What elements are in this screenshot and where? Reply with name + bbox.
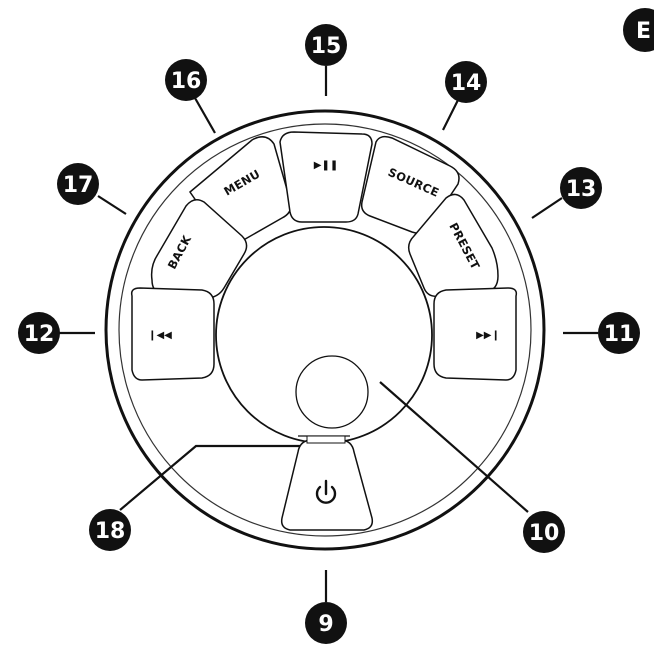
next-track-icon: ▶▶❙ xyxy=(476,330,500,341)
next-track-button[interactable]: ▶▶❙ xyxy=(433,287,518,381)
svg-text:18: 18 xyxy=(95,519,126,544)
play-pause-icon: ▶❚❚ xyxy=(314,160,338,171)
svg-text:16: 16 xyxy=(171,69,202,94)
panel-letter: E xyxy=(636,19,651,44)
leader-line-13 xyxy=(531,197,563,219)
callout-17: 17 xyxy=(57,163,99,205)
svg-text:13: 13 xyxy=(566,177,597,202)
previous-track-icon: ❙◀◀ xyxy=(148,330,172,341)
svg-text:17: 17 xyxy=(63,173,94,198)
callout-16: 16 xyxy=(165,59,207,101)
callout-13: 13 xyxy=(560,167,602,209)
leader-lines xyxy=(58,66,598,602)
play-pause-button[interactable]: ▶❚❚ xyxy=(279,131,373,223)
leader-line-18 xyxy=(119,444,300,511)
status-light xyxy=(298,435,350,444)
callout-15: 15 xyxy=(305,24,347,66)
svg-text:14: 14 xyxy=(451,71,482,96)
leader-line-17 xyxy=(97,195,127,215)
callout-10: 10 xyxy=(523,511,565,553)
svg-text:11: 11 xyxy=(604,322,635,347)
callout-11: 11 xyxy=(598,312,640,354)
dial-center-knob[interactable] xyxy=(295,355,369,429)
svg-text:12: 12 xyxy=(24,322,55,347)
leader-line-14 xyxy=(442,99,459,131)
back-button[interactable]: BACK xyxy=(150,199,248,299)
inner-ring xyxy=(118,123,532,537)
callout-9: 9 xyxy=(305,602,347,644)
leader-line-16 xyxy=(194,97,216,134)
svg-text:10: 10 xyxy=(529,521,560,546)
power-icon xyxy=(315,479,337,504)
svg-text:15: 15 xyxy=(311,34,342,59)
svg-text:9: 9 xyxy=(318,612,333,637)
callout-18: 18 xyxy=(89,509,131,551)
previous-track-button[interactable]: ❙◀◀ xyxy=(130,287,215,381)
callout-14: 14 xyxy=(445,61,487,103)
leader-line-10 xyxy=(379,381,529,513)
callout-12: 12 xyxy=(18,312,60,354)
panel-letter-badge: E xyxy=(623,8,654,52)
